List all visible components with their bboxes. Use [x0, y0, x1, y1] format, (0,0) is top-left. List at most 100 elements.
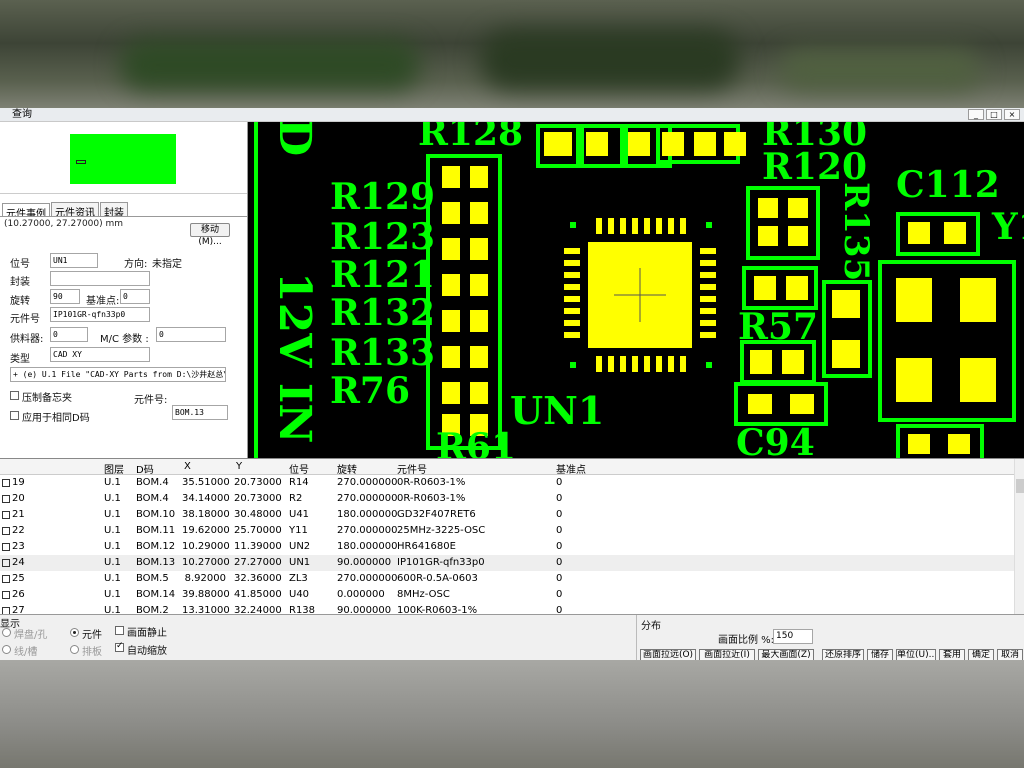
- screen-still-checkbox[interactable]: [115, 626, 124, 635]
- cell-n: 24: [12, 557, 25, 568]
- cell-part: 25MHz-3225-OSC: [397, 525, 486, 536]
- unit-button[interactable]: 单位(U)...: [896, 649, 936, 660]
- apply-button[interactable]: 套用: [939, 649, 965, 660]
- cell-part: 8MHz-OSC: [397, 589, 450, 600]
- row-checkbox[interactable]: [2, 527, 10, 535]
- component-radio[interactable]: [70, 628, 79, 637]
- row-checkbox[interactable]: [2, 479, 10, 487]
- cell-x: 35.51000: [182, 477, 230, 488]
- pad-radio[interactable]: [2, 628, 11, 637]
- row-checkbox[interactable]: [2, 559, 10, 567]
- component-label: 元件: [82, 630, 102, 641]
- col-basepoint[interactable]: 基准点: [556, 465, 586, 476]
- col-rotation[interactable]: 旋转: [337, 465, 357, 476]
- dir-value: 未指定: [152, 259, 182, 270]
- distribute-label: 分布: [641, 621, 661, 632]
- cell-ref: R14: [289, 477, 309, 488]
- row-checkbox[interactable]: [2, 543, 10, 551]
- col-x[interactable]: X: [184, 461, 191, 472]
- cell-layer: U.1: [104, 477, 121, 488]
- row-checkbox[interactable]: [2, 575, 10, 583]
- panel-label: 排板: [82, 647, 102, 658]
- type-field[interactable]: CAD XY: [50, 347, 150, 362]
- cell-layer: U.1: [104, 605, 121, 616]
- cell-d: BOM.4: [136, 477, 169, 488]
- apply-same-dcode-checkbox[interactable]: [10, 411, 19, 420]
- pcb-label-r120: R120: [762, 146, 868, 188]
- move-button[interactable]: 移动(M)...: [190, 223, 230, 247]
- row-checkbox[interactable]: [2, 591, 10, 599]
- part-no-field[interactable]: IP101GR-qfn33p0: [50, 307, 150, 322]
- cell-y: 20.73000: [234, 477, 282, 488]
- col-y[interactable]: Y: [236, 461, 243, 472]
- cell-base: 0: [556, 557, 563, 568]
- tab-package[interactable]: 封装: [100, 202, 128, 220]
- table-scroll-thumb[interactable]: [1016, 479, 1024, 493]
- preview-pin1-mark: [76, 160, 86, 164]
- cell-d: BOM.2: [136, 605, 169, 616]
- base-point-field[interactable]: 0: [120, 289, 150, 304]
- pcb-canvas[interactable]: R128 R130 R120 R129 R123 R121 R132 R133 …: [248, 122, 1024, 458]
- package-label: 封装: [10, 277, 30, 288]
- rotation-field[interactable]: 90: [50, 289, 80, 304]
- ok-button[interactable]: 确定: [968, 649, 994, 660]
- cancel-button[interactable]: 取消: [997, 649, 1023, 660]
- max-view-button[interactable]: 最大画面(Z): [758, 649, 814, 660]
- col-layer[interactable]: 图层: [104, 465, 124, 476]
- cell-rot: 0.000000: [337, 589, 385, 600]
- feeder-field[interactable]: 0: [50, 327, 88, 342]
- press-memo-checkbox[interactable]: [10, 391, 19, 400]
- pos-field[interactable]: UN1: [50, 253, 98, 268]
- tab-component-info[interactable]: 元件资讯: [51, 202, 99, 220]
- package-field[interactable]: [50, 271, 150, 286]
- col-dcode[interactable]: D码: [136, 465, 154, 476]
- query-window: 查询 _ □ × 元件事例 元件资讯 封装 (10.27000, 27.2700…: [0, 108, 1024, 660]
- cell-base: 0: [556, 477, 563, 488]
- row-checkbox[interactable]: [2, 495, 10, 503]
- cell-part: 0R-R0603-1%: [397, 493, 466, 504]
- cell-n: 25: [12, 573, 25, 584]
- col-partno[interactable]: 元件号: [397, 465, 427, 476]
- table-scrollbar[interactable]: [1014, 459, 1024, 615]
- auto-zoom-checkbox[interactable]: [115, 641, 124, 652]
- mc-param-label: M/C 参数 :: [100, 334, 149, 345]
- pcb-drawing: [254, 122, 1016, 458]
- cad-file-field[interactable]: + (e) U.1 File "CAD-XY Parts from D:\沙井赵…: [10, 367, 226, 382]
- cell-x: 10.29000: [182, 541, 230, 552]
- component-panel: 元件事例 元件资讯 封装 (10.27000, 27.27000) mm 移动(…: [0, 122, 248, 458]
- row-checkbox[interactable]: [2, 511, 10, 519]
- screen-still-label: 画面静止: [127, 628, 167, 639]
- mc-param-field[interactable]: 0: [156, 327, 226, 342]
- col-ref[interactable]: 位号: [289, 465, 309, 476]
- pcb-label-r61: R61: [436, 426, 517, 458]
- pcb-label-r121: R121: [330, 254, 436, 296]
- scale-field[interactable]: 150: [773, 629, 813, 644]
- zoom-out-button[interactable]: 画面拉远(O): [640, 649, 696, 660]
- minimize-button[interactable]: _: [968, 109, 984, 120]
- close-button[interactable]: ×: [1004, 109, 1020, 120]
- cell-layer: U.1: [104, 509, 121, 520]
- cell-d: BOM.4: [136, 493, 169, 504]
- zoom-in-button[interactable]: 画面拉近(I): [699, 649, 755, 660]
- maximize-button[interactable]: □: [986, 109, 1002, 120]
- line-radio[interactable]: [2, 645, 11, 654]
- save-button[interactable]: 储存: [867, 649, 893, 660]
- cell-y: 30.48000: [234, 509, 282, 520]
- partno-field-2[interactable]: BOM.13: [172, 405, 228, 420]
- cell-rot: 270.000000: [337, 477, 398, 488]
- panel-radio[interactable]: [70, 645, 79, 654]
- cell-d: BOM.5: [136, 573, 169, 584]
- cell-base: 0: [556, 509, 563, 520]
- restore-order-button[interactable]: 还原排序: [822, 649, 864, 660]
- cell-layer: U.1: [104, 557, 121, 568]
